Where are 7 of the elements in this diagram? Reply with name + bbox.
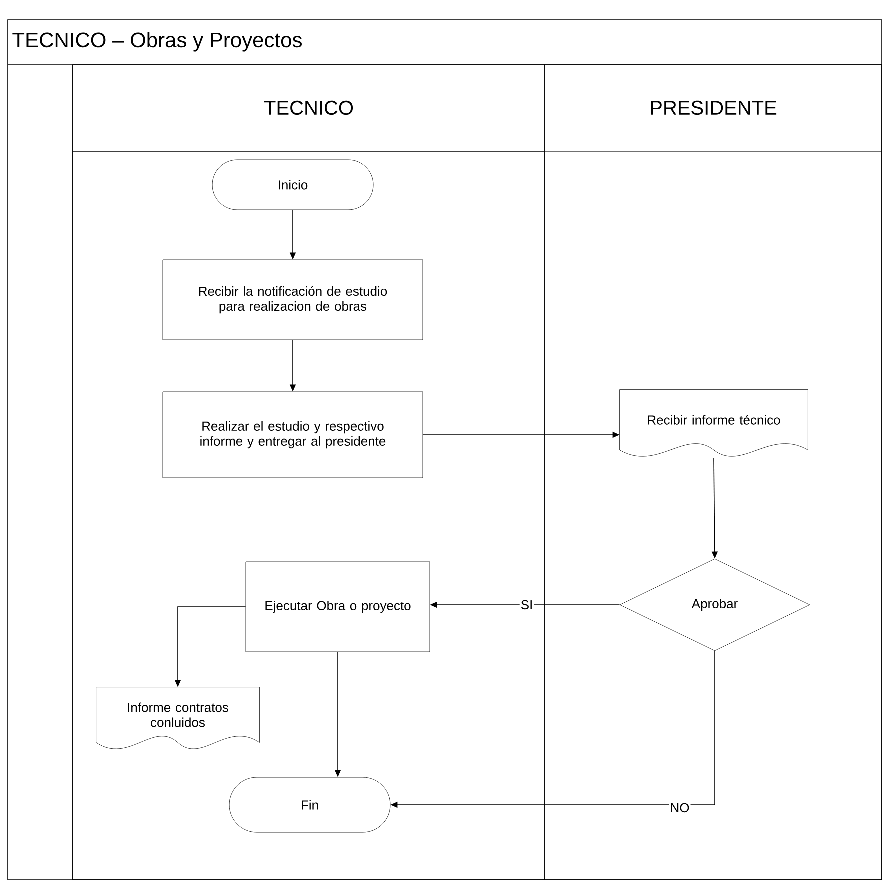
document-shape: Informe contratos conluidos [96, 687, 260, 750]
process-box: Ejecutar Obra o proyecto [246, 562, 430, 652]
document-shape: Recibir informe técnico [620, 390, 808, 457]
process-box: Realizar el estudio y respectivo informe y entregar al presidente [162, 392, 424, 478]
edge-label: SI [520, 599, 534, 611]
process-box: Recibir la notificación de estudio para realizacion de obras [162, 260, 424, 340]
edge-label: NO [669, 802, 691, 814]
